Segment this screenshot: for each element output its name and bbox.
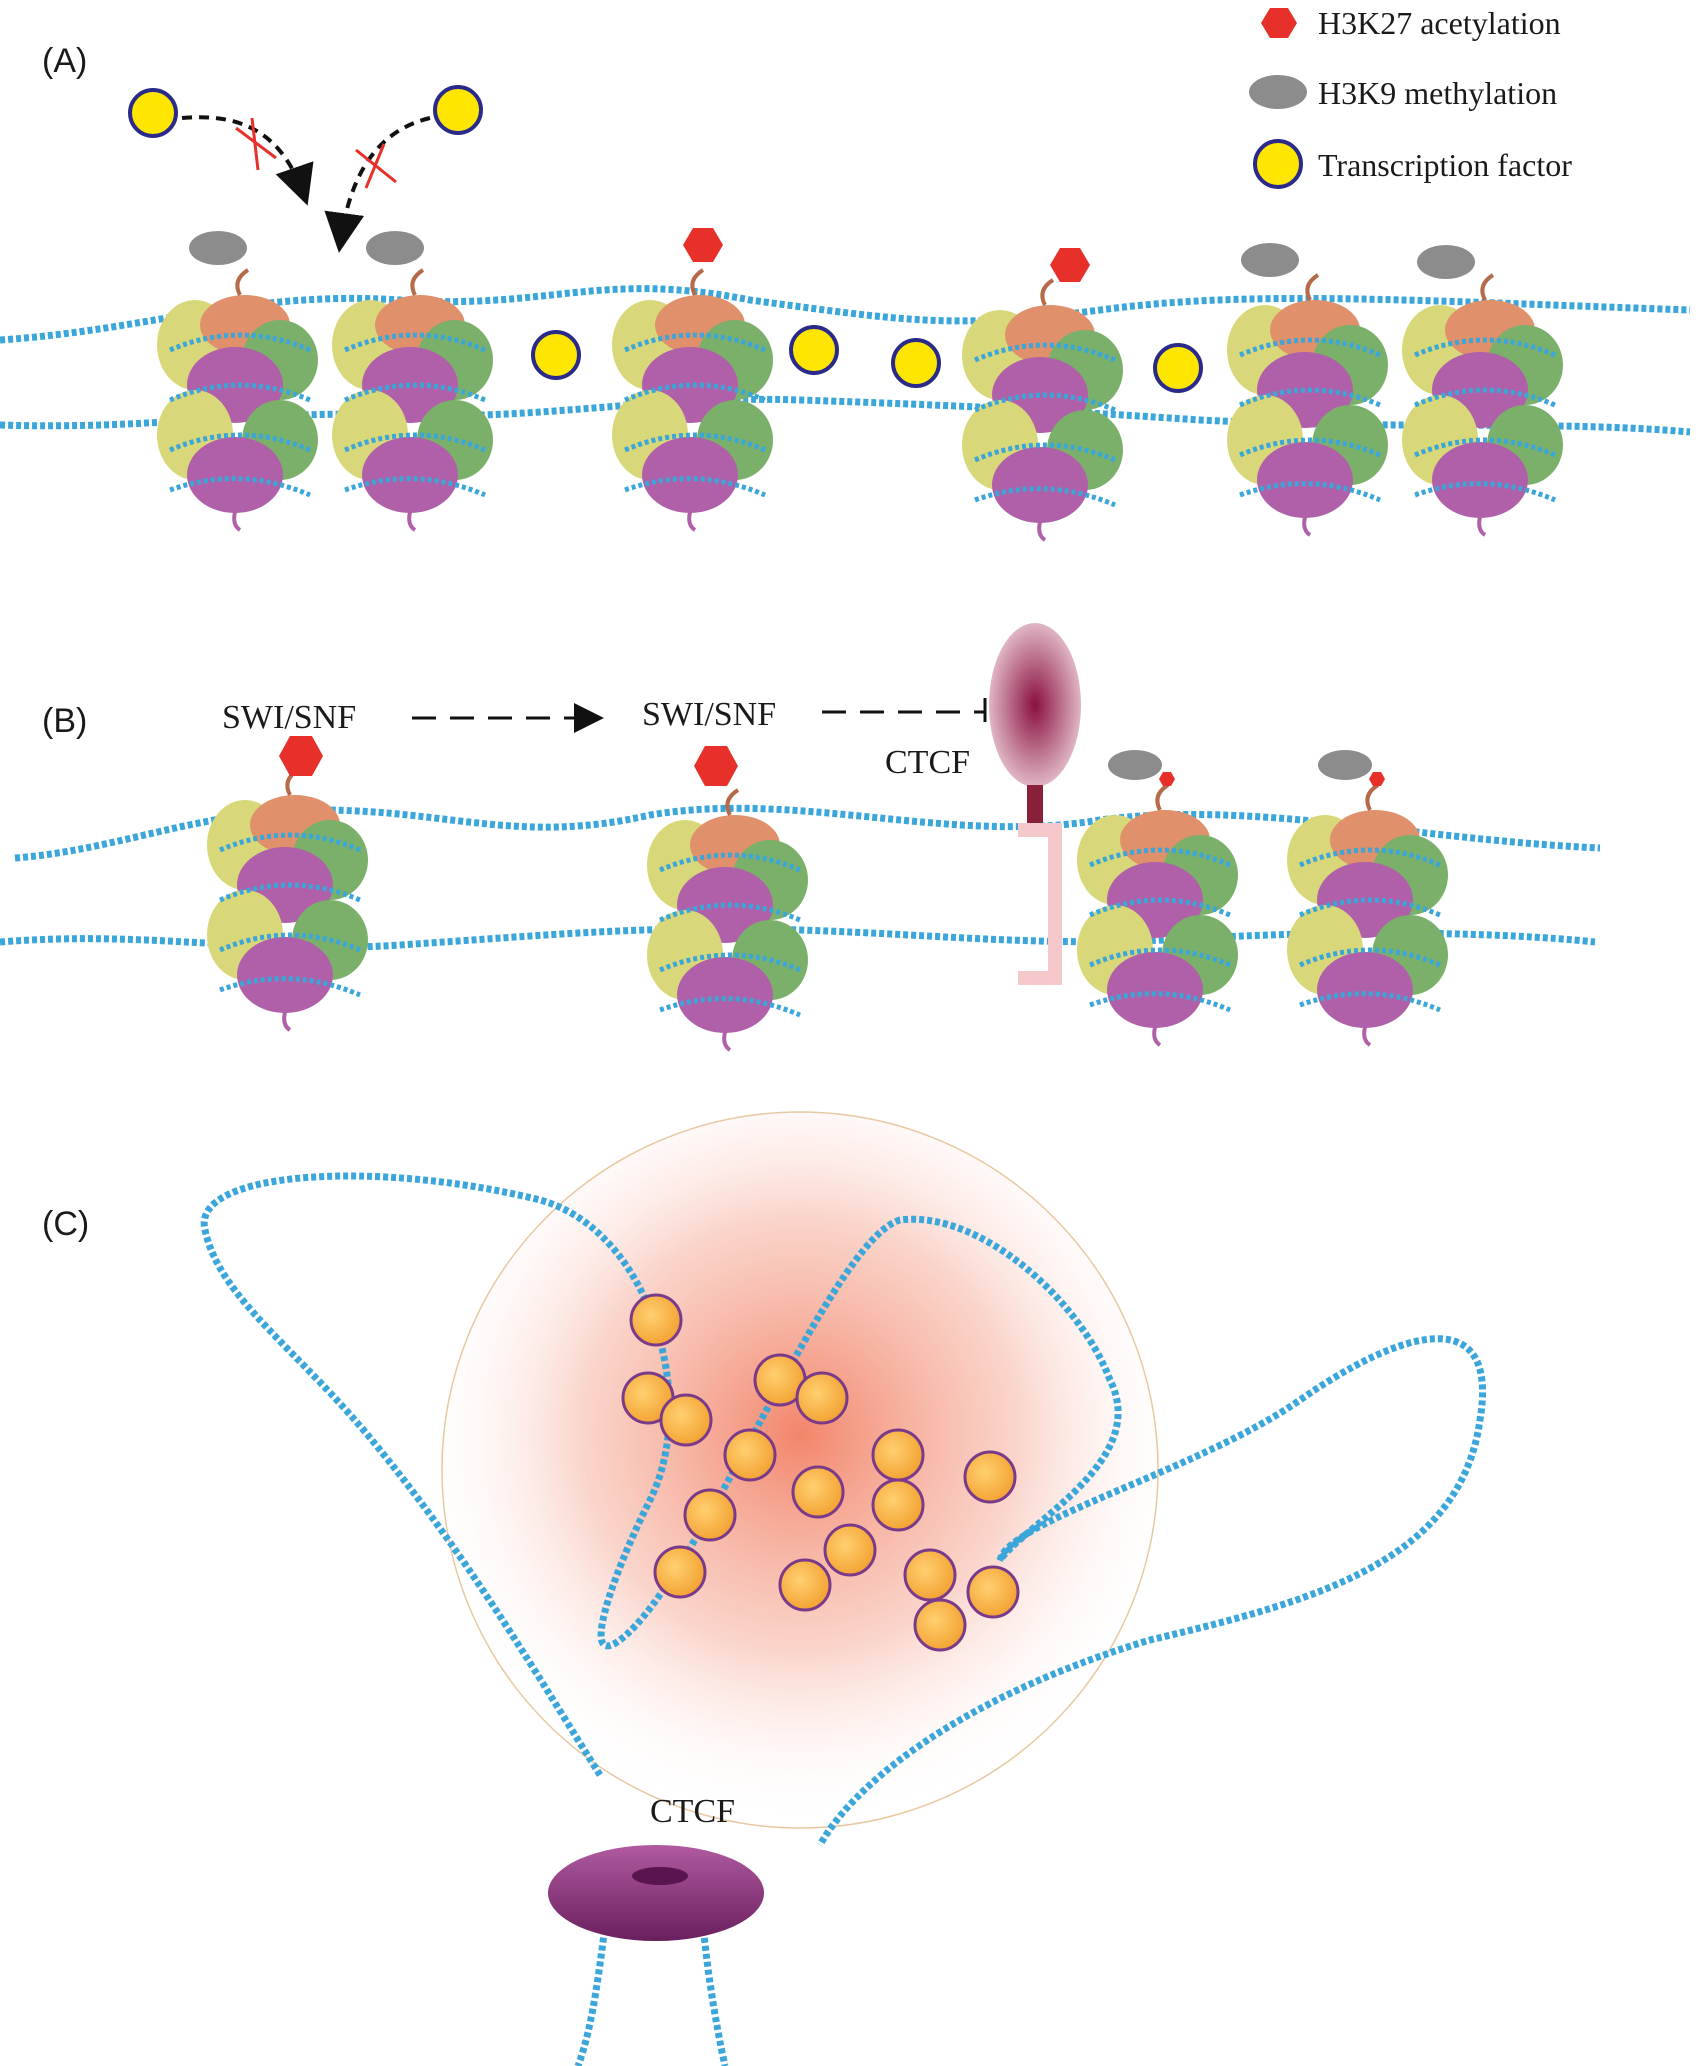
nucleosome-b3 <box>1077 783 1238 1047</box>
droplet <box>966 1565 1020 1619</box>
condensate-droplets <box>621 1293 1020 1652</box>
h3k27-acetylation-mark <box>1050 248 1090 282</box>
ctcf-ring <box>548 1845 764 1941</box>
h3k27-acetylation-mark <box>279 736 323 776</box>
h3k27-acetylation-mark <box>694 746 738 786</box>
legend-h3k9-label: H3K9 methylation <box>1318 75 1557 111</box>
legend: H3K27 acetylation H3K9 methylation Trans… <box>1249 5 1572 189</box>
droplet <box>913 1598 967 1652</box>
legend-h3k27-label: H3K27 acetylation <box>1318 5 1561 41</box>
transcription-factor <box>433 85 483 135</box>
transcription-factor <box>789 325 839 375</box>
ctcf-cohesin-ring <box>548 1845 764 1941</box>
transcription-factor <box>128 88 178 138</box>
legend-tf-label: Transcription factor <box>1318 147 1572 183</box>
nucleosome-1 <box>157 268 318 532</box>
droplet <box>653 1545 707 1599</box>
transcription-factor <box>531 330 581 380</box>
droplet <box>963 1450 1017 1504</box>
droplet <box>723 1428 777 1482</box>
ctcf-insulator <box>989 623 1081 985</box>
ctcf-stalk <box>1027 785 1043 823</box>
panel-label-b: (B) <box>42 702 87 740</box>
nucleosome-5 <box>1227 273 1388 537</box>
panel-b: SWI/SNF SWI/SNF CTCF <box>0 623 1601 1052</box>
ctcf-protein <box>989 623 1081 787</box>
blocked-binding-arrow <box>181 115 314 206</box>
insulator-bracket <box>1018 823 1062 985</box>
transcription-factor-icon <box>1253 139 1303 189</box>
ctcf-label-c: CTCF <box>650 1793 735 1830</box>
h3k9-methylation-mark <box>366 231 424 265</box>
droplet <box>683 1488 737 1542</box>
h3k27-acetylation-icon <box>1261 8 1297 38</box>
block-x-icon <box>355 143 397 189</box>
inhibition-line <box>822 698 987 726</box>
transcription-factor <box>1153 343 1203 393</box>
nucleosome-2 <box>332 268 493 532</box>
transcriptional-condensate <box>441 1111 1159 1829</box>
droplet <box>871 1478 925 1532</box>
droplet <box>629 1293 683 1347</box>
swisnf-label-2: SWI/SNF <box>642 696 776 733</box>
swisnf-label-1: SWI/SNF <box>222 699 356 736</box>
block-x-icon <box>235 117 277 171</box>
droplet <box>659 1393 713 1447</box>
h3k9-methylation-mark <box>189 231 247 265</box>
h3k27-acetylation-small-mark <box>1159 772 1175 786</box>
droplet <box>871 1428 925 1482</box>
droplet <box>778 1558 832 1612</box>
transcription-factor <box>891 338 941 388</box>
h3k9-methylation-mark <box>1108 750 1162 780</box>
ctcf-label-b: CTCF <box>885 744 970 781</box>
nucleosome-b2 <box>647 788 808 1052</box>
h3k27-acetylation-mark <box>683 228 723 262</box>
nucleosome-6 <box>1402 273 1563 537</box>
droplet <box>823 1523 877 1577</box>
droplet <box>791 1465 845 1519</box>
nucleosome-b1 <box>207 768 368 1032</box>
h3k9-methylation-mark <box>1241 243 1299 277</box>
blocked-binding-arrow <box>324 116 431 253</box>
panel-label-c: (C) <box>42 1205 89 1243</box>
h3k9-methylation-icon <box>1249 75 1307 109</box>
droplet <box>903 1548 957 1602</box>
panel-c: CTCF <box>200 1111 1486 2066</box>
nucleosome-b4 <box>1287 783 1448 1047</box>
droplet <box>795 1371 849 1425</box>
h3k27-acetylation-small-mark <box>1369 772 1385 786</box>
dna-loop <box>200 1172 1486 1847</box>
panel-a <box>0 85 1691 542</box>
panel-label-a: (A) <box>42 42 87 80</box>
h3k9-methylation-mark <box>1318 750 1372 780</box>
nucleosome-4 <box>962 278 1123 542</box>
h3k9-methylation-mark <box>1417 245 1475 279</box>
nucleosome-3 <box>612 268 773 532</box>
ctcf-ring-hole <box>632 1867 688 1885</box>
